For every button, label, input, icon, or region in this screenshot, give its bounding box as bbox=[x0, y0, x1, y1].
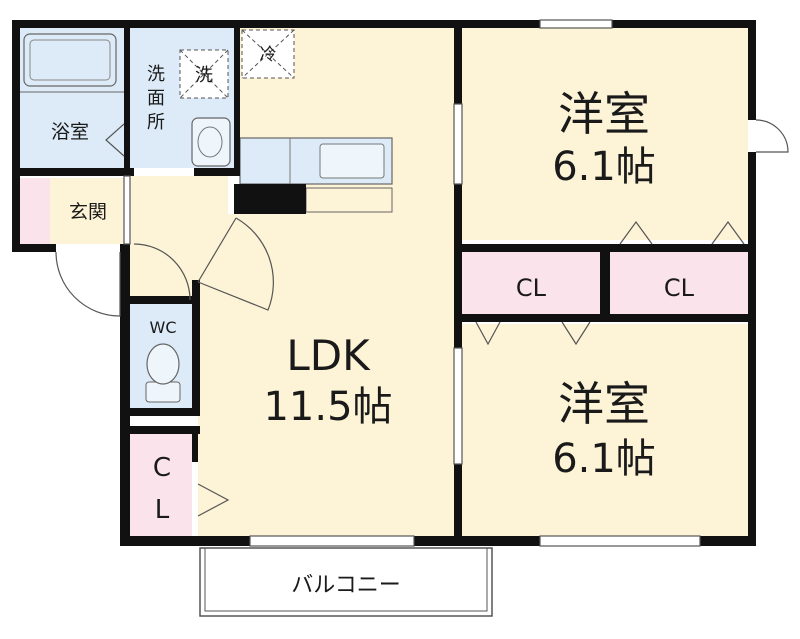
label-room-south-size: 6.1帖 bbox=[552, 436, 656, 482]
wall-top-left bbox=[12, 20, 542, 28]
label-closet-north-left: CL bbox=[516, 274, 547, 302]
label-ldk-name: LDK bbox=[286, 331, 371, 380]
wall-ldk-rooms-mid bbox=[454, 184, 462, 348]
wall-closet-divider bbox=[600, 244, 610, 316]
balcony-floor bbox=[199, 547, 493, 617]
label-entrance: 玄関 bbox=[69, 201, 107, 223]
wall-toilet-right bbox=[192, 280, 200, 414]
label-closet-north-right: CL bbox=[664, 274, 695, 302]
wall-wash-ldk bbox=[234, 28, 240, 170]
closet-north-right-floor bbox=[610, 252, 748, 314]
label-bath: 浴室 bbox=[51, 121, 89, 143]
label-toilet: WC bbox=[150, 318, 177, 337]
entrance-step bbox=[50, 178, 124, 244]
bathtub bbox=[23, 33, 117, 87]
door-bath bbox=[105, 123, 125, 157]
window-ldk-side-upper bbox=[453, 103, 463, 185]
door-closet-left bbox=[197, 483, 230, 517]
wall-left-upper bbox=[12, 20, 20, 252]
walls bbox=[12, 20, 756, 546]
kitchen-base bbox=[305, 187, 393, 213]
window-bottom-ldk bbox=[249, 535, 415, 547]
label-room-south-name: 洋室 bbox=[558, 377, 650, 431]
window-top bbox=[539, 19, 613, 29]
label-fridge: 冷 bbox=[260, 45, 277, 65]
label-washer: 洗 bbox=[195, 65, 213, 86]
label-balcony: バルコニー bbox=[291, 573, 401, 598]
wall-ldk-rooms-lower bbox=[454, 464, 462, 546]
label-closet-left: C L bbox=[153, 453, 171, 525]
label-closet-left-c: C bbox=[153, 453, 171, 483]
wall-closet-top bbox=[124, 426, 200, 434]
label-washroom-1: 洗 bbox=[147, 64, 165, 85]
toilet-tank bbox=[145, 381, 181, 403]
wall-wash-bottom bbox=[194, 168, 240, 176]
wall-toilet-bottom bbox=[124, 408, 200, 416]
washbasin-bowl bbox=[197, 126, 223, 158]
fridge-diag-2 bbox=[241, 29, 295, 79]
washer-diag-1 bbox=[179, 49, 229, 99]
label-washroom-3: 所 bbox=[147, 112, 165, 133]
wall-closet-bottom bbox=[462, 314, 756, 322]
labels: 浴室 洗 面 所 洗 冷 玄関 WC C L LDK 11.5帖 洋室 6.1帖… bbox=[51, 45, 695, 598]
doors bbox=[55, 119, 789, 517]
room-north-floor bbox=[462, 28, 748, 240]
windows bbox=[123, 19, 701, 547]
washbasin bbox=[191, 117, 231, 167]
wall-bottom bbox=[120, 536, 756, 546]
door-room-south-2 bbox=[561, 321, 591, 346]
wall-left-bath-bottom bbox=[12, 168, 134, 176]
bathtub-inner bbox=[29, 39, 111, 81]
label-washroom: 洗 面 所 bbox=[147, 64, 165, 133]
toilet-bowl bbox=[146, 343, 180, 385]
ldk-floor-lower bbox=[198, 214, 248, 538]
door-hall-swing bbox=[133, 243, 191, 301]
balcony-inner bbox=[204, 547, 488, 612]
label-room-north-name: 洋室 bbox=[558, 87, 650, 141]
label-ldk-size: 11.5帖 bbox=[263, 384, 392, 430]
closet-north-left-floor bbox=[462, 252, 600, 314]
wall-hall-left bbox=[120, 244, 130, 544]
wall-right-upper bbox=[748, 20, 756, 120]
wall-kitchen-block bbox=[234, 184, 306, 214]
label-room-north-size: 6.1帖 bbox=[552, 144, 656, 190]
wall-ldk-rooms-upper bbox=[454, 20, 462, 104]
wall-closet-right bbox=[192, 426, 198, 462]
door-room-north-2 bbox=[711, 220, 745, 245]
label-closet-left-l: L bbox=[155, 495, 170, 525]
door-ldk-swing bbox=[197, 217, 274, 311]
door-entrance-swing bbox=[55, 251, 121, 317]
door-room-south-1 bbox=[475, 321, 501, 346]
wall-top-right bbox=[610, 20, 756, 28]
wall-entrance-bottom bbox=[12, 244, 56, 252]
window-bottom-room bbox=[539, 535, 701, 547]
wall-toilet-top bbox=[124, 296, 198, 304]
closet-left-floor bbox=[130, 434, 192, 536]
fixtures bbox=[20, 29, 393, 403]
washer-diag-2 bbox=[179, 49, 229, 99]
window-ldk-side-lower bbox=[453, 347, 463, 465]
door-room-north-1 bbox=[619, 220, 653, 245]
wall-bath-wash bbox=[124, 28, 130, 176]
wall-right-lower bbox=[748, 152, 756, 546]
kitchen-sink bbox=[319, 143, 385, 179]
door-right-exterior bbox=[755, 119, 789, 153]
ldk-floor bbox=[240, 28, 454, 538]
window-bath-left bbox=[123, 175, 131, 245]
room-south-floor bbox=[462, 324, 748, 538]
label-washroom-2: 面 bbox=[147, 88, 165, 109]
